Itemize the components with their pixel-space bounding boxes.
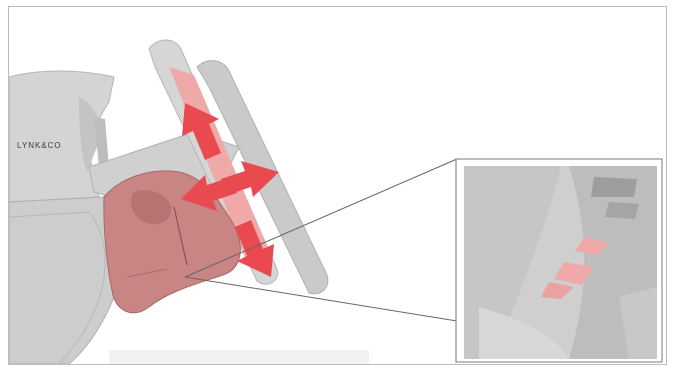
brand-logo: LYNK&CO (17, 141, 62, 150)
svg-text:LYNK&CO: LYNK&CO (17, 141, 62, 150)
seat-adjustment-illustration: LYNK&CO (9, 7, 666, 364)
figure-frame: LYNK&CO (8, 6, 667, 365)
base-shadow (109, 350, 369, 364)
detail-inset (456, 159, 662, 362)
